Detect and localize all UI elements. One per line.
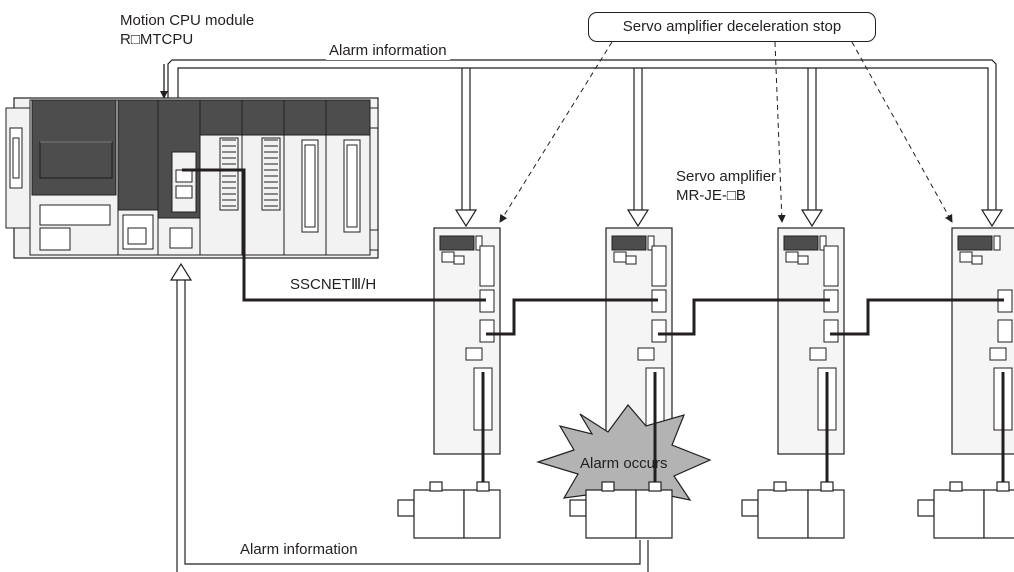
rack-slot-cpu bbox=[117, 99, 159, 256]
cpu-label-line2: R□MTCPU bbox=[120, 31, 194, 48]
rack-slot-io-4 bbox=[325, 99, 379, 256]
sscnet-label: SSCNETⅢ/H bbox=[290, 276, 377, 293]
servo-motor-3 bbox=[741, 481, 845, 539]
encoder-cables bbox=[481, 372, 1005, 482]
servo-amplifier-2 bbox=[605, 227, 673, 455]
alarm-info-bottom-arrowhead bbox=[169, 262, 193, 281]
power-supply-module bbox=[5, 99, 119, 256]
alarm-info-bottom-path bbox=[176, 278, 649, 572]
alarm-info-top-label: Alarm information bbox=[326, 42, 450, 60]
alarm-info-top-bus bbox=[167, 59, 997, 212]
rack-slot-io-3 bbox=[283, 99, 327, 256]
motion-cpu-rack bbox=[5, 97, 379, 259]
alarm-info-arrowheads bbox=[454, 209, 1004, 228]
servo-motor-2 bbox=[569, 481, 673, 539]
rack-slot-motion-cpu bbox=[157, 99, 201, 256]
servo-amplifier-4 bbox=[951, 227, 1014, 455]
sscnet-cable bbox=[182, 168, 486, 302]
cpu-label-line1: Motion CPU module bbox=[120, 12, 255, 29]
servo-amp-label-line1: Servo amplifier bbox=[676, 168, 777, 186]
decel-stop-dashed-arrows bbox=[499, 41, 953, 223]
servo-motor-1 bbox=[397, 481, 501, 539]
servo-amplifier-1 bbox=[433, 227, 501, 455]
rack-slot-io-1 bbox=[199, 99, 243, 256]
servo-amp-label-line2: MR-JE-□B bbox=[676, 187, 746, 205]
alarm-info-bottom-label: Alarm information bbox=[240, 541, 358, 558]
servo-amplifier-3 bbox=[777, 227, 845, 455]
alarm-occurs-label: Alarm occurs bbox=[580, 455, 668, 472]
rack-slot-io-2 bbox=[241, 99, 285, 256]
decel-stop-callout: Servo amplifier deceleration stop bbox=[588, 12, 876, 42]
servo-motor-4 bbox=[917, 481, 1014, 539]
